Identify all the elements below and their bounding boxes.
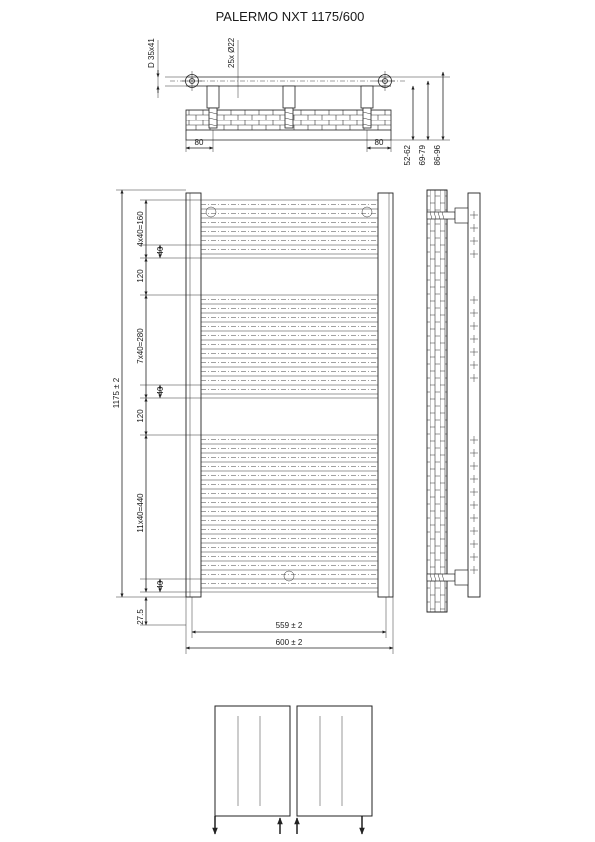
front-view: 1175 ± 2 4x40=160 40 120 7x40=280 40 120… [112,189,394,654]
wall-section-side [426,189,448,613]
side-tube-left [185,192,202,598]
bracket-hint-top-right [361,206,373,218]
side-bar-nodes [470,211,478,574]
dim-gap-top: 40 [156,246,165,255]
dim-offset-left: 80 [195,138,204,147]
bar-group-middle [201,294,378,399]
dim-gap-mid: 40 [156,386,165,395]
connection-option-a [212,705,291,835]
dim-gap-bottom: 40 [156,580,165,589]
bar-group-top [201,199,378,259]
mounting-bracket [206,85,220,129]
dim-seg-bottom: 11x40=440 [136,493,145,533]
dim-width-inner: 559 ± 2 [276,621,303,630]
dim-wall-max: 86-96 [433,144,442,165]
mounting-bracket [360,85,374,129]
dim-total-height: 1175 ± 2 [112,377,121,408]
bar-group-bottom [201,434,378,593]
bracket-hint-top-left [205,206,217,218]
connection-option-b [294,705,373,835]
dim-wall-mid: 69-79 [418,144,427,165]
dim-gap-120-b: 120 [136,409,145,423]
dim-pipe: 25x Ø22 [227,37,236,68]
dim-seg-mid: 7x40=280 [136,328,145,364]
dim-seg-top: 4x40=160 [136,211,145,247]
side-fixing-top [426,207,469,224]
dim-gap-120-a: 120 [136,269,145,283]
dim-depth: D 35x41 [147,38,156,68]
tube-left [182,71,202,91]
drawing-title: PALERMO NXT 1175/600 [216,9,365,24]
dim-wall-min: 52-62 [403,144,412,165]
dim-width-outer: 600 ± 2 [276,638,303,647]
side-tube-right [377,192,394,598]
mounting-bracket [282,85,296,129]
side-profile-tube [467,192,481,598]
dim-offset-right: 80 [375,138,384,147]
bracket-hint-bottom [283,570,295,582]
side-view [426,189,481,613]
top-view: D 35x41 25x Ø22 80 80 52-62 69-79 86-96 [147,37,450,165]
tube-right [375,71,395,91]
dim-bottom-offset: 27.5 [136,609,145,625]
side-fixing-bottom [426,569,469,586]
